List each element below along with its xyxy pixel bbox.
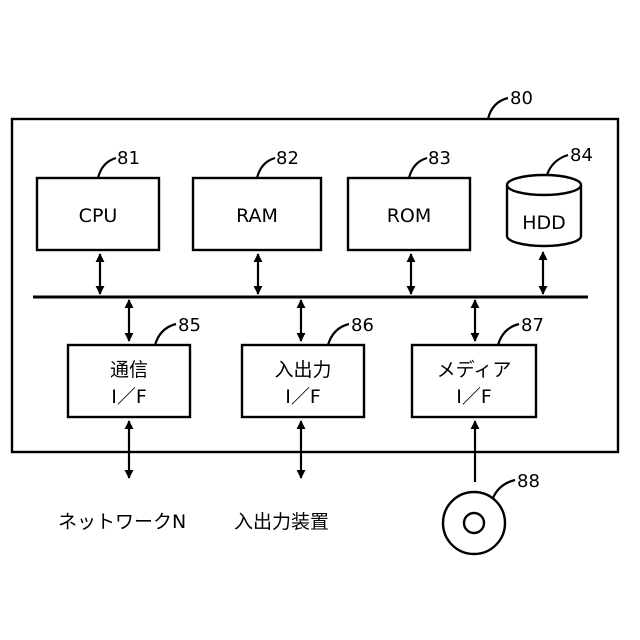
comm-if-ref-number: 85 xyxy=(178,315,201,336)
media-if-block: メディア I／F 87 xyxy=(412,315,544,417)
hdd-block: HDD 84 xyxy=(507,145,593,246)
media-if-ref-number: 87 xyxy=(521,315,544,336)
media-if-label-line1: メディア xyxy=(437,359,512,381)
cpu-ref-number: 81 xyxy=(117,148,140,169)
media-ref-leader xyxy=(493,480,515,498)
media-if-ref-leader xyxy=(498,324,519,345)
frame-ref-leader xyxy=(488,98,508,119)
media-ref-number: 88 xyxy=(517,471,540,492)
rom-ref-leader xyxy=(409,158,427,178)
io-if-block: 入出力 I／F 86 xyxy=(242,315,374,417)
comm-if-ref-leader xyxy=(155,324,176,345)
io-if-label-line2: I／F xyxy=(285,386,321,408)
cpu-label: CPU xyxy=(79,205,118,227)
network-label: ネットワークN xyxy=(58,511,186,533)
cpu-ref-leader xyxy=(98,158,116,178)
hdd-ref-number: 84 xyxy=(570,145,593,166)
ram-ref-number: 82 xyxy=(276,148,299,169)
comm-if-label-line1: 通信 xyxy=(110,359,148,381)
comm-if-label-line2: I／F xyxy=(111,386,147,408)
rom-ref-number: 83 xyxy=(428,148,451,169)
cpu-block: CPU 81 xyxy=(37,148,159,250)
rom-label: ROM xyxy=(387,205,432,227)
io-device-label: 入出力装置 xyxy=(234,511,329,533)
io-if-ref-number: 86 xyxy=(351,315,374,336)
comm-if-block: 通信 I／F 85 xyxy=(68,315,201,417)
ram-ref-leader xyxy=(257,158,275,178)
rom-block: ROM 83 xyxy=(348,148,470,250)
ram-block: RAM 82 xyxy=(193,148,321,250)
io-if-label-line1: 入出力 xyxy=(274,359,331,381)
media-disc-icon xyxy=(443,492,505,554)
hdd-label: HDD xyxy=(522,212,566,234)
ram-label: RAM xyxy=(236,205,278,227)
media-if-label-line2: I／F xyxy=(456,386,492,408)
io-if-ref-leader xyxy=(328,324,349,345)
hdd-ref-leader xyxy=(547,155,568,175)
frame-ref-number: 80 xyxy=(510,88,533,109)
